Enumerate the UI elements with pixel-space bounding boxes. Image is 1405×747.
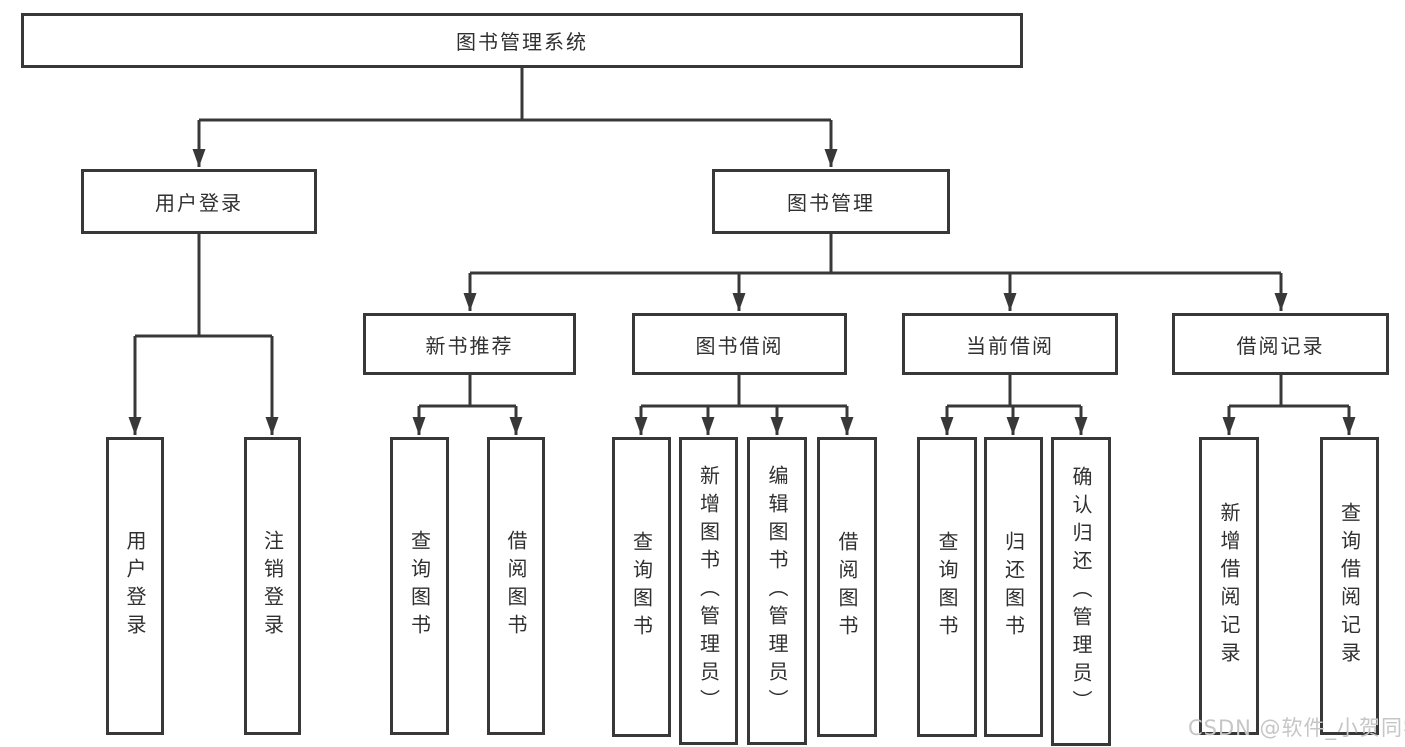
leaf-add-borrow-record: 新增借阅记录 [1199,437,1259,735]
node-label: 图书管理系统 [456,30,588,54]
leaf-return-books: 归还图书 [984,437,1043,737]
leaf-borrow-books: 借阅图书 [817,437,877,737]
node-current-borrowing: 当前借阅 [902,313,1118,375]
node-label: 查询图书 [407,530,432,642]
node-label: 归还图书 [1001,531,1026,643]
node-label: 查询图书 [935,531,959,643]
leaf-query-books-recommend: 查询图书 [390,437,449,735]
node-label: 图书借阅 [695,333,784,358]
leaf-logout: 注销登录 [244,437,301,735]
node-label: 查询借阅记录 [1337,502,1362,670]
node-new-book-recommend: 新书推荐 [363,313,576,375]
leaf-add-books-admin: 新增图书（管理员） [679,437,738,745]
node-label: 图书管理 [787,191,875,215]
leaf-confirm-return-admin: 确认归还（管理员） [1051,437,1111,746]
node-book-management: 图书管理 [712,169,950,234]
node-label: 注销登录 [260,530,285,642]
node-label: 新增图书（管理员） [696,465,721,717]
node-label: 当前借阅 [966,333,1054,358]
csdn-watermark: CSDN @软件_小贺同学 [1188,716,1405,740]
node-borrowing-records: 借阅记录 [1172,313,1389,375]
node-label: 查询图书 [629,531,654,643]
node-label: 用户登录 [123,530,147,642]
leaf-query-borrow-record: 查询借阅记录 [1320,437,1379,735]
leaf-edit-books-admin: 编辑图书（管理员） [747,437,807,745]
leaf-query-books-current: 查询图书 [917,437,977,737]
node-root-library-system: 图书管理系统 [21,13,1023,68]
node-label: 新增借阅记录 [1217,502,1241,670]
node-label: 用户登录 [155,191,243,215]
node-label: 借阅图书 [504,530,528,642]
node-label: 编辑图书（管理员） [765,465,789,717]
leaf-user-login: 用户登录 [106,437,164,735]
node-user-login: 用户登录 [81,169,317,234]
node-label: 新书推荐 [425,333,514,358]
node-label: 确认归还（管理员） [1069,465,1093,718]
node-label: 借阅图书 [835,531,859,643]
node-label: 借阅记录 [1236,333,1325,358]
node-book-borrowing: 图书借阅 [632,313,847,375]
leaf-borrow-books-recommend: 借阅图书 [487,437,545,735]
leaf-query-books-borrowing: 查询图书 [612,437,671,737]
